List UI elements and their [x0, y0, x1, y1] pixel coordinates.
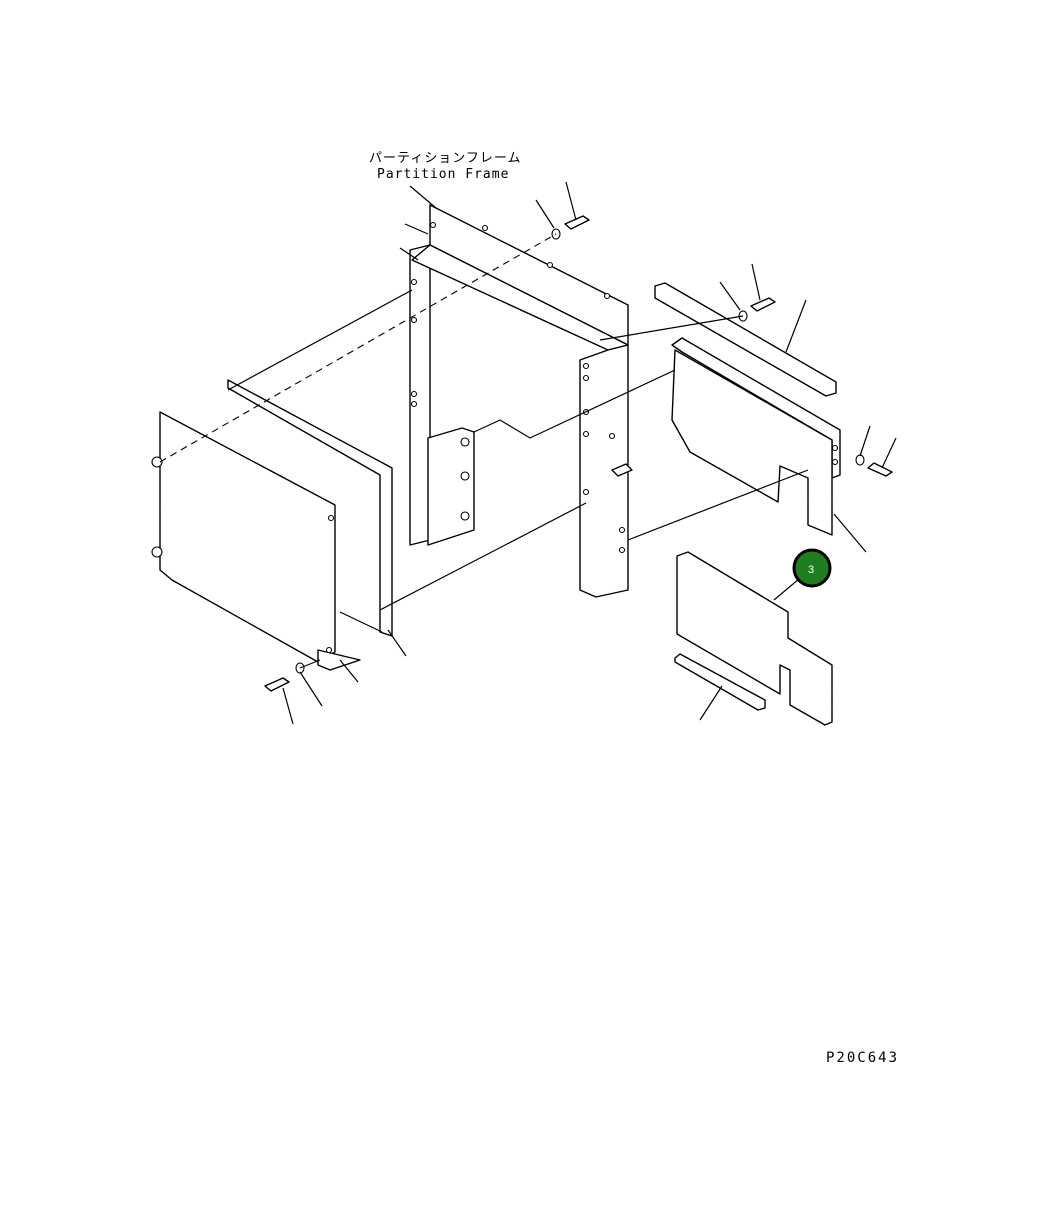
top-seal-strip: [654, 282, 837, 397]
lower-pad-assembly: [674, 551, 833, 726]
frame-right-post: [579, 344, 629, 598]
bolt-icon: [564, 215, 590, 230]
bolt-icon: [750, 297, 776, 312]
leader-line: [299, 671, 323, 707]
frame-hole: [410, 400, 418, 408]
frame-hole: [429, 221, 437, 229]
frame-hole: [618, 526, 626, 534]
leader-line: [699, 685, 723, 721]
frame-bolt-hole: [460, 511, 470, 521]
leader-line: [404, 223, 429, 235]
leader-line: [719, 281, 741, 311]
frame-hole: [410, 390, 418, 398]
alignment-line: [599, 315, 744, 341]
frame-bolt-hole: [460, 471, 470, 481]
bottom-seal-strip: [674, 653, 766, 711]
alignment-line: [379, 502, 587, 611]
cover-bottom-tab: [317, 649, 361, 671]
right-cover-flange: [671, 337, 841, 479]
left-cover-plate: [159, 411, 336, 663]
right-cover-assembly: [671, 337, 841, 536]
alignment-line: [299, 659, 321, 669]
partition-frame-label-en: Partition Frame: [377, 167, 509, 182]
assembly-lines: [159, 233, 809, 669]
right-side-cover: [671, 349, 833, 536]
leader-line: [387, 629, 407, 657]
left-cover-assembly: [151, 379, 393, 671]
frame-hole: [582, 374, 590, 382]
leader-line: [833, 513, 867, 553]
leader-line: [339, 659, 359, 683]
leader-line: [751, 263, 761, 301]
partition-frame-label-jp: パーティションフレーム: [369, 151, 521, 166]
alignment-line: [473, 369, 676, 439]
leader-line: [399, 247, 419, 261]
callout-badge-3[interactable]: 3: [792, 548, 832, 588]
left-gasket-panel: [227, 379, 393, 637]
leader-line: [339, 611, 383, 633]
lower-pad: [676, 551, 833, 726]
frame-clip: [611, 463, 633, 477]
cover-hole: [831, 458, 839, 466]
partition-frame: [409, 204, 633, 598]
cover-hole: [327, 514, 335, 522]
leader-line: [409, 185, 437, 209]
cover-mount-hole: [151, 546, 163, 558]
alignment-line: [159, 233, 557, 463]
cover-hole: [831, 444, 839, 452]
frame-hole: [582, 488, 590, 496]
alignment-line: [627, 469, 809, 541]
frame-hole: [603, 292, 611, 300]
frame-hole: [582, 362, 590, 370]
frame-hole: [546, 261, 554, 269]
frame-hole: [582, 430, 590, 438]
frame-bolt-hole: [460, 437, 470, 447]
washer-icon: [855, 454, 865, 466]
frame-hole: [618, 546, 626, 554]
frame-hole: [410, 278, 418, 286]
bolt-icon: [867, 462, 893, 477]
frame-hole: [410, 316, 418, 324]
callout-number: 3: [808, 564, 814, 576]
drawing-code: P20C643: [826, 1050, 899, 1066]
leader-line: [565, 181, 577, 221]
leader-line: [282, 687, 294, 725]
leader-line: [535, 199, 555, 229]
bolt-icon: [264, 677, 290, 692]
cover-hole: [325, 646, 333, 654]
leader-line: [881, 437, 897, 469]
alignment-line: [227, 289, 413, 391]
frame-hole: [481, 224, 489, 232]
frame-hole: [608, 432, 616, 440]
leader-line: [859, 425, 871, 457]
callout-circle[interactable]: [792, 548, 832, 588]
cover-mount-hole: [151, 456, 163, 468]
leader-line: [785, 299, 807, 353]
